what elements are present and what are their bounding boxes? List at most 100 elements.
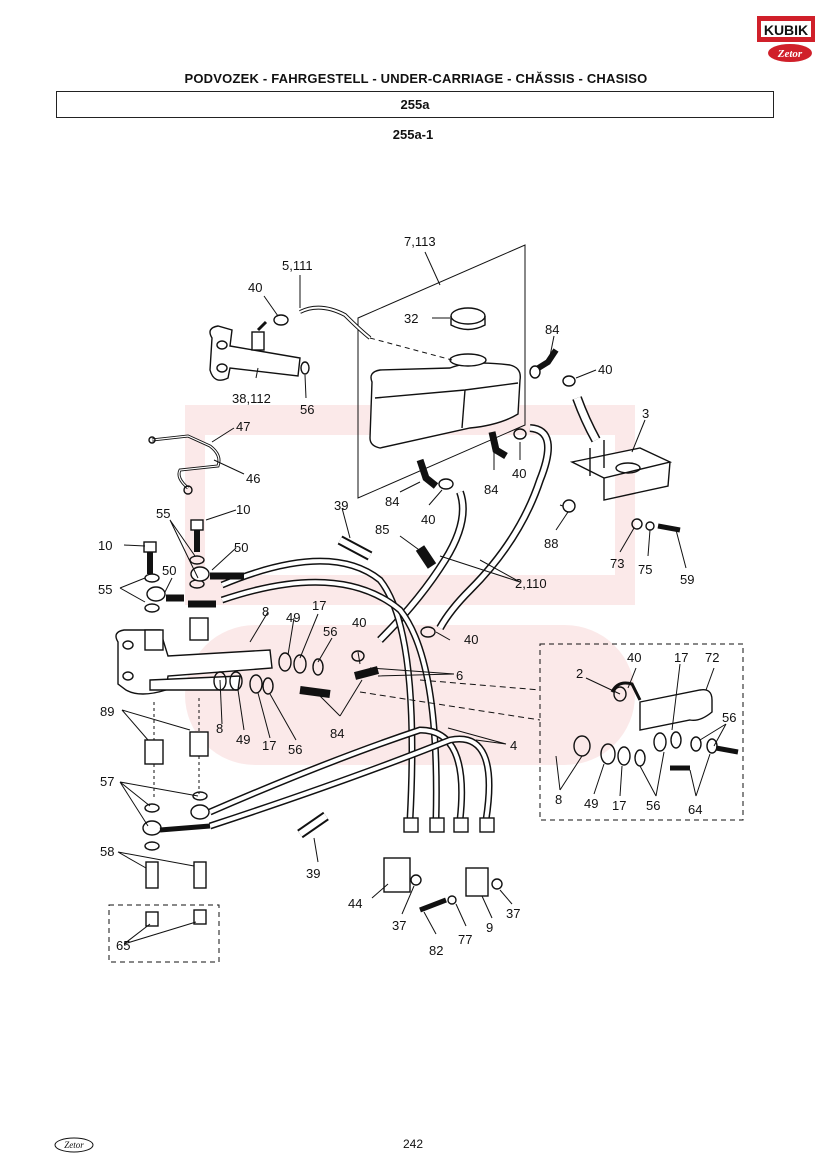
callout-label: 84 xyxy=(484,482,498,497)
svg-text:KUBIK: KUBIK xyxy=(764,22,808,38)
callout-label: 40 xyxy=(421,512,435,527)
kubik-zetor-logo: KUBIK Zetor xyxy=(757,16,815,62)
callout-label: 49 xyxy=(584,796,598,811)
callout-label: 56 xyxy=(288,742,302,757)
callout-label: 56 xyxy=(323,624,337,639)
callout-label: 10 xyxy=(98,538,112,553)
bolt-58-a xyxy=(145,861,159,889)
bracket-9 xyxy=(465,867,489,897)
bracket-44 xyxy=(383,857,411,893)
callout-label: 40 xyxy=(464,632,478,647)
svg-text:Zetor: Zetor xyxy=(64,1140,84,1150)
fitting-85 xyxy=(415,545,437,569)
callout-label: 58 xyxy=(100,844,114,859)
callout-label: 4 xyxy=(510,738,517,753)
callout-label: 17 xyxy=(612,798,626,813)
washer-75 xyxy=(645,521,655,531)
hose-bundle-4 xyxy=(208,557,495,833)
section-code-box: 255a xyxy=(56,91,774,118)
callout-label: 32 xyxy=(404,311,418,326)
callout-label: 89 xyxy=(100,704,114,719)
elbow-84-center-b xyxy=(488,431,508,460)
callout-label: 9 xyxy=(486,920,493,935)
svg-text:Zetor: Zetor xyxy=(777,48,803,60)
callout-label: 49 xyxy=(286,610,300,625)
callout-label: 82 xyxy=(429,943,443,958)
callout-label: 10 xyxy=(236,502,250,517)
nut-88 xyxy=(562,499,576,513)
callout-label: 39 xyxy=(306,866,320,881)
connector-89-a xyxy=(144,739,164,765)
washer-73 xyxy=(631,518,643,530)
callout-label: 88 xyxy=(544,536,558,551)
elbow-84-center-a xyxy=(416,458,439,489)
bracket-3 xyxy=(569,440,673,501)
callout-label: 3 xyxy=(642,406,649,421)
cylinder-38-112 xyxy=(209,320,301,381)
callout-label: 40 xyxy=(248,280,262,295)
callout-label: 84 xyxy=(385,494,399,509)
bolt-58-b xyxy=(193,861,207,889)
callout-label: 75 xyxy=(638,562,652,577)
callout-label: 2 xyxy=(576,666,583,681)
elbow-84-top xyxy=(529,348,559,379)
page-number: 242 xyxy=(402,1137,424,1151)
callout-label: 8 xyxy=(262,604,269,619)
fitting-84-right xyxy=(353,666,380,680)
callout-label: 65 xyxy=(116,938,130,953)
callout-labels: 7,113 5,111 40 32 84 40 38,112 56 47 46 … xyxy=(98,234,736,958)
callout-label: 37 xyxy=(506,906,520,921)
pipe-47-46 xyxy=(151,434,221,490)
callout-label: 50 xyxy=(162,563,176,578)
callout-label: 73 xyxy=(610,556,624,571)
kubik-watermark xyxy=(185,405,635,765)
page-header-title: PODVOZEK - FAHRGESTELL - UNDER-CARRIAGE … xyxy=(184,71,648,86)
callout-label: 57 xyxy=(100,774,114,789)
callout-label: 56 xyxy=(722,710,736,725)
callout-label: 8 xyxy=(555,792,562,807)
callout-label: 40 xyxy=(598,362,612,377)
callout-label: 17 xyxy=(312,598,326,613)
callout-label: 40 xyxy=(512,466,526,481)
callout-label: 44 xyxy=(348,896,362,911)
fitting-84-left xyxy=(299,686,331,698)
connector-89-b xyxy=(189,731,209,757)
callout-label: 40 xyxy=(352,615,366,630)
callout-label: 40 xyxy=(627,650,641,665)
callout-label: 72 xyxy=(705,650,719,665)
dashed-box-65 xyxy=(108,904,220,963)
bolt-59 xyxy=(657,523,681,533)
leader-lines xyxy=(117,251,727,945)
callout-label: 84 xyxy=(330,726,344,741)
callout-label: 17 xyxy=(262,738,276,753)
dashed-box-detail xyxy=(539,643,744,821)
clamp-40-b xyxy=(562,375,576,387)
callout-label: 5,111 xyxy=(282,258,313,273)
clamp-40-a xyxy=(273,314,289,326)
callout-label: 84 xyxy=(545,322,559,337)
callout-label: 77 xyxy=(458,932,472,947)
callout-label: 85 xyxy=(375,522,389,537)
callout-label: 8 xyxy=(216,721,223,736)
callout-label: 7,113 xyxy=(404,234,436,249)
bolt-82 xyxy=(419,897,447,913)
valve-body-left xyxy=(115,617,273,695)
callout-label: 46 xyxy=(246,471,260,486)
callout-label: 56 xyxy=(300,402,314,417)
callout-label: 55 xyxy=(98,582,112,597)
callout-label: 50 xyxy=(234,540,248,555)
callout-label: 39 xyxy=(334,498,348,513)
callout-label: 47 xyxy=(236,419,250,434)
ring-56-a xyxy=(300,361,310,375)
clamp-40-c xyxy=(420,626,436,638)
callout-label: 37 xyxy=(392,918,406,933)
callout-label: 6 xyxy=(456,668,463,683)
callout-label: 56 xyxy=(646,798,660,813)
pipe-5-111 xyxy=(299,305,372,340)
subsection-code: 255a-1 xyxy=(392,127,434,142)
reservoir-tank xyxy=(357,244,526,499)
section-code: 255a xyxy=(400,97,430,112)
callout-label: 59 xyxy=(680,572,694,587)
detail-valve xyxy=(610,681,713,731)
